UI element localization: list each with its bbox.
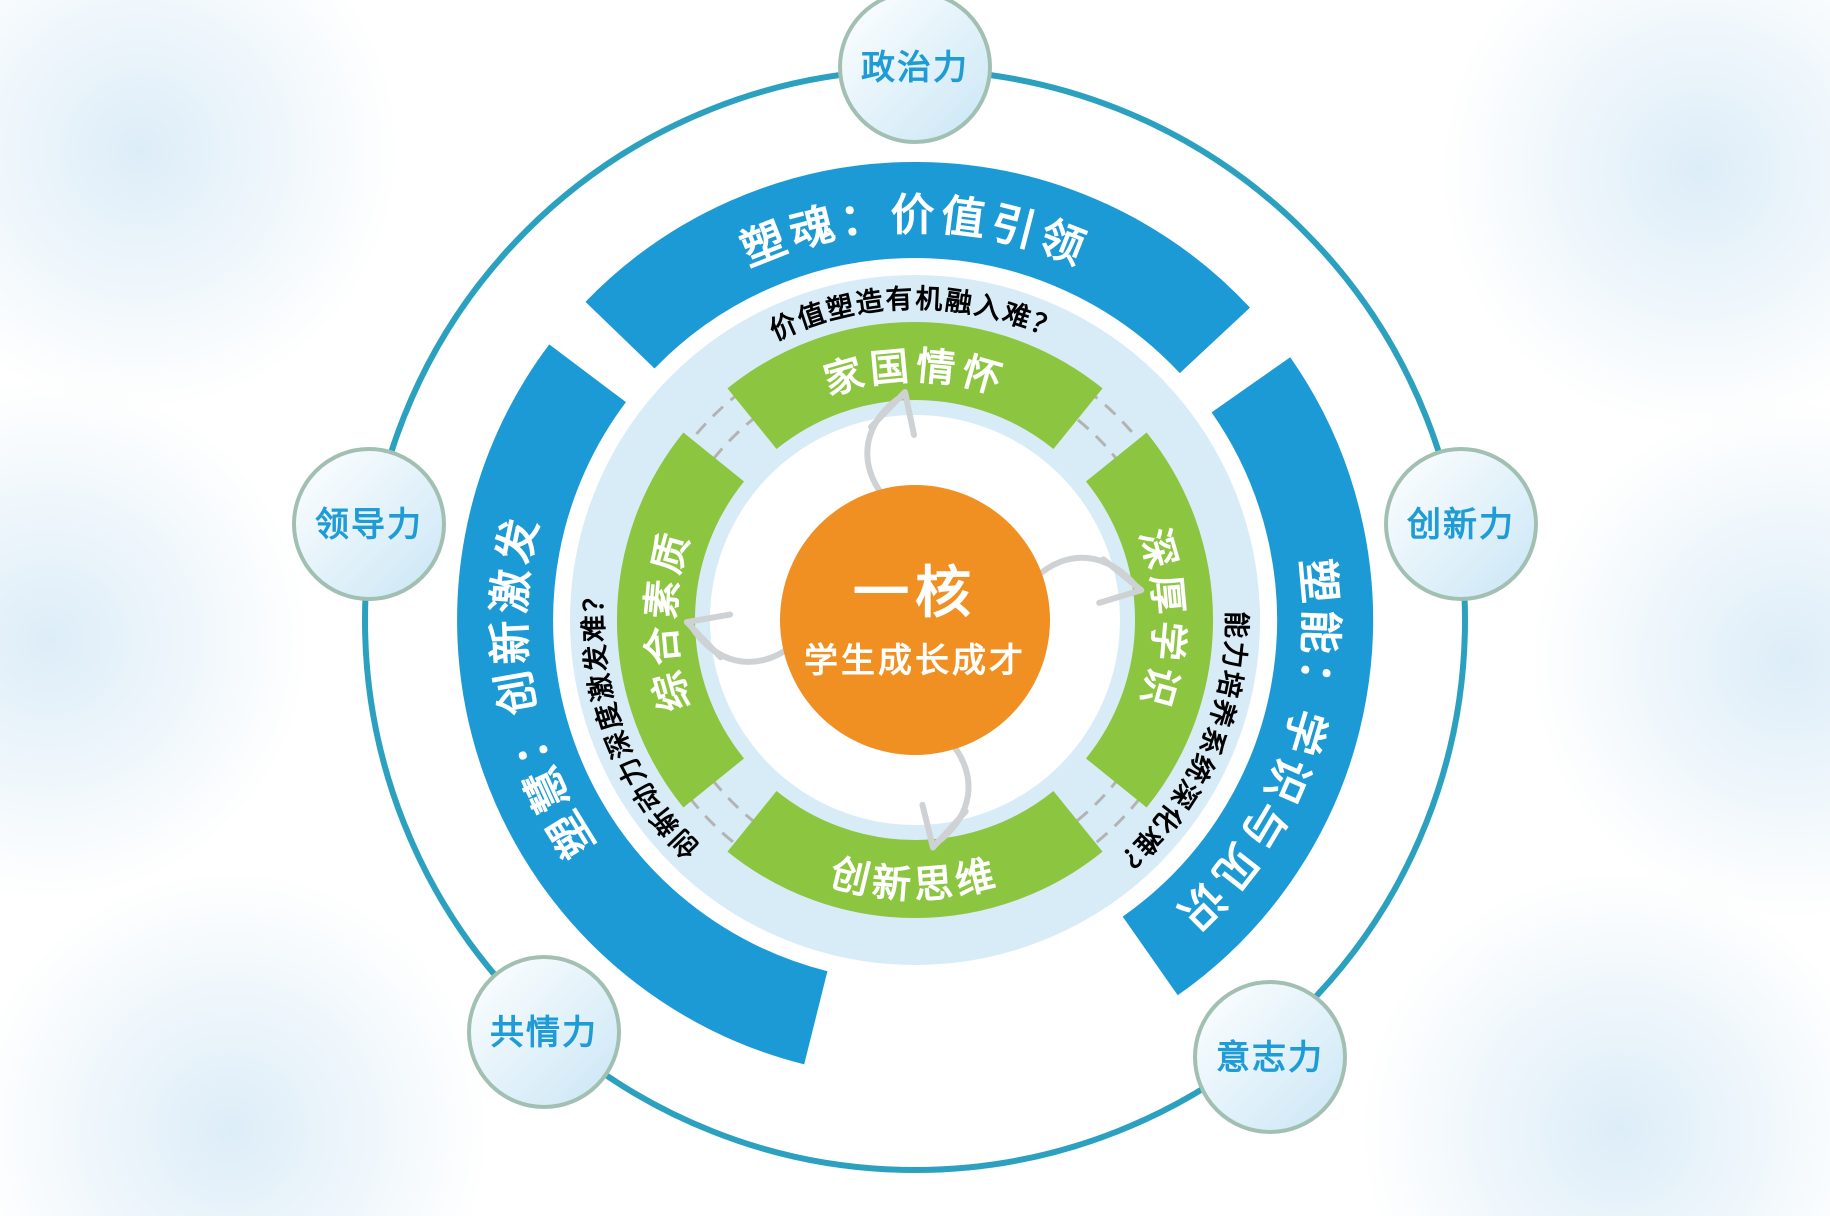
green-arc-patriotism bbox=[727, 322, 1103, 450]
green-arc-innovation bbox=[727, 790, 1103, 918]
bubble-circle bbox=[838, 0, 992, 144]
bubble-willpower: 意志力 bbox=[1193, 980, 1347, 1134]
bubble-empathy-power: 共情力 bbox=[467, 955, 621, 1109]
bubble-label: 意志力 bbox=[1216, 1039, 1324, 1077]
blue-arc-soul bbox=[585, 161, 1250, 374]
bubble-circle bbox=[1384, 447, 1538, 601]
bubble-innovation-power: 创新力 bbox=[1384, 447, 1538, 601]
bubble-label: 领导力 bbox=[315, 506, 423, 544]
bubble-circle bbox=[292, 447, 446, 601]
green-ring bbox=[617, 322, 1213, 918]
blue-arc-ability bbox=[1122, 357, 1374, 996]
bubble-circle bbox=[1193, 980, 1347, 1134]
core-title: 一核 bbox=[853, 561, 977, 624]
bubble-label: 创新力 bbox=[1406, 506, 1515, 544]
bubble-leadership-power: 领导力 bbox=[292, 447, 446, 601]
blue-arc-wisdom bbox=[457, 344, 828, 1065]
core-subtitle: 学生成长成才 bbox=[804, 641, 1026, 680]
bubble-circle bbox=[467, 955, 621, 1109]
bubble-political-power: 政治力 bbox=[838, 0, 992, 144]
blue-ring bbox=[457, 161, 1374, 1065]
outer-bubbles: 政治力 创新力 意志力 共情力 领导力 bbox=[292, 0, 1538, 1134]
green-arc-knowledge bbox=[1085, 432, 1213, 808]
bubble-label: 共情力 bbox=[490, 1014, 598, 1052]
core: 一核 学生成长成才 bbox=[780, 485, 1050, 755]
bubble-label: 政治力 bbox=[861, 49, 969, 87]
core-circle bbox=[780, 485, 1050, 755]
green-arc-quality bbox=[617, 432, 745, 808]
